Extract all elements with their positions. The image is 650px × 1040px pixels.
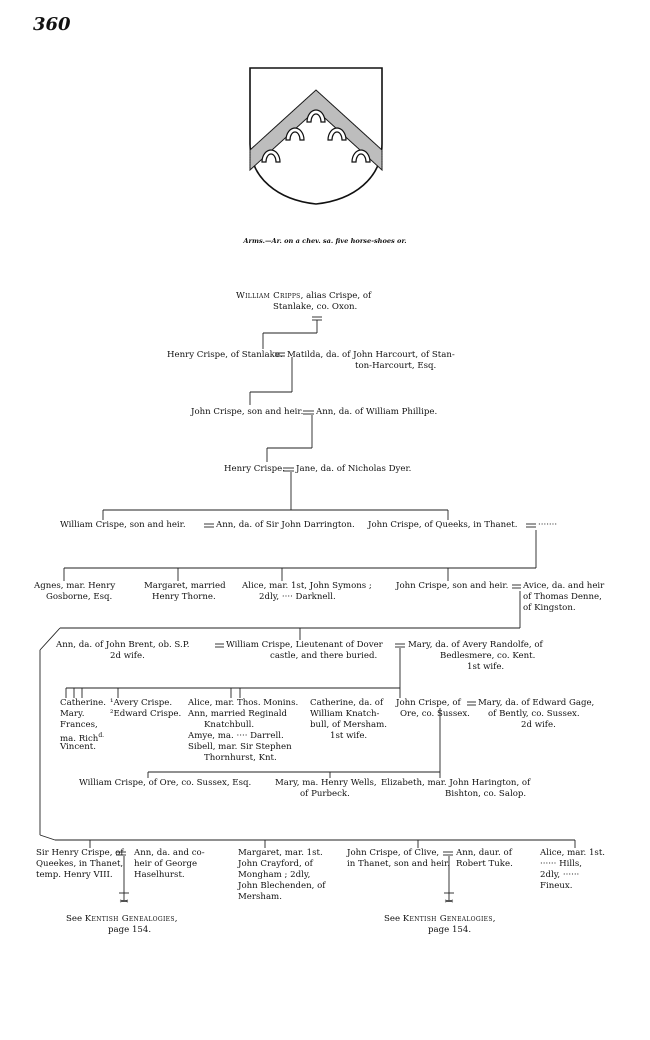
gen10-john-1: John Crispe, of Clive, (347, 848, 440, 858)
arms-caption: Arms.—Ar. on a chev. sa. five horse-shoe… (243, 237, 407, 245)
see-right-ref: Kentish Genealogies, (402, 914, 496, 924)
gen8-catherine: Catherine. (60, 698, 106, 708)
see-right-prefix: See (384, 914, 403, 924)
gen10-ann-1: Ann, da. and co- (134, 848, 205, 858)
gen10-john-2: in Thanet, son and heir. (347, 859, 450, 869)
gen7-mary-1: Mary, da. of Avery Randolfe, of (408, 640, 543, 650)
coat-of-arms-icon (249, 67, 383, 205)
gen10-ann-tuke-1: Ann, daur. of (456, 848, 512, 858)
gen7-ann-1: Ann, da. of John Brent, ob. S.P. (56, 640, 190, 650)
gen6-john: John Crispe, son and heir. (396, 581, 509, 591)
gen10-margaret-4: John Blechenden, of (238, 881, 326, 891)
gen10-margaret-3: Mongham ; 2dly, (238, 870, 311, 880)
gen7-mary-3: 1st wife. (467, 662, 505, 672)
gen2-left: Henry Crispe, of Stanlake. (167, 350, 283, 360)
gen5-left: William Crispe, son and heir. (60, 520, 186, 530)
gen8-mary: Mary. (60, 709, 85, 719)
gen1-name: William Cripps (236, 291, 301, 301)
gen8-cat-1: Catherine, da. of (310, 698, 384, 708)
gen8-john-1: John Crispe, of (396, 698, 461, 708)
gen8-thornhurst: Thornhurst, Knt. (204, 753, 277, 763)
gen8-john-2: Ore, co. Sussex. (400, 709, 470, 719)
gen7-william-1: William Crispe, Lieutenant of Dover (226, 640, 383, 650)
gen8-alice: Alice, mar. Thos. Monins. (188, 698, 299, 708)
gen8-cat-4: 1st wife. (330, 731, 368, 741)
gen3-right: Ann, da. of William Phillipe. (316, 407, 438, 417)
gen9-mary-1: Mary, ma. Henry Wells, (275, 778, 377, 788)
gen7-ann-2: 2d wife. (110, 651, 145, 661)
gen8-ma-rich: ma. Richd. (60, 731, 104, 744)
gen3-left: John Crispe, son and heir. (191, 407, 304, 417)
gen10-ann-tuke-2: Robert Tuke. (456, 859, 513, 869)
gen8-amye: Amye, ma. ···· Darrell. (188, 731, 284, 741)
gen8-vincent: Vincent. (60, 742, 96, 752)
gen10-alice-3: 2dly, ······ (540, 870, 580, 880)
gen6-margaret-1: Margaret, married (144, 581, 226, 591)
gen10-margaret-1: Margaret, mar. 1st. (238, 848, 323, 858)
gen10-ann-3: Haselhurst. (134, 870, 185, 880)
gen4-left: Henry Crispe. (224, 464, 285, 474)
gen10-henry-3: temp. Henry VIII. (36, 870, 113, 880)
gen6-avice-2: of Thomas Denne, (523, 592, 602, 602)
gen1-line1: William Cripps, alias Crispe, of (236, 291, 371, 301)
gen8-ann: Ann, married Reginald (188, 709, 288, 719)
gen9-eliz-2: Bishton, co. Salop. (445, 789, 527, 799)
gen8-ma-rich-text: ma. Rich (60, 733, 99, 744)
gen6-avice-3: of Kingston. (523, 603, 576, 613)
gen6-margaret-2: Henry Thorne. (152, 592, 216, 602)
gen8-avery: ¹Avery Crispe. (110, 698, 173, 708)
gen5-dots: ······· (538, 520, 558, 530)
gen5-right: John Crispe, of Queeks, in Thanet. (368, 520, 518, 530)
gen2-right1: Matilda, da. of John Harcourt, of Stan- (287, 350, 455, 360)
gen6-agnes-1: Agnes, mar. Henry (34, 581, 116, 591)
see-left-ref: Kentish Genealogies, (84, 914, 178, 924)
gen8-mary-gage-3: 2d wife. (521, 720, 556, 730)
gen8-edward: ²Edward Crispe. (110, 709, 182, 719)
gen6-alice-1: Alice, mar. 1st, John Symons ; (242, 581, 372, 591)
gen10-henry-1: Sir Henry Crispe, of (36, 848, 124, 858)
gen10-ann-2: heir of George (134, 859, 198, 869)
gen8-sibell: Sibell, mar. Sir Stephen (188, 742, 292, 752)
gen7-mary-2: Bedlesmere, co. Kent. (440, 651, 536, 661)
see-right-1: See Kentish Genealogies, (384, 914, 496, 924)
gen4-right: Jane, da. of Nicholas Dyer. (296, 464, 412, 474)
gen8-cat-3: bull, of Mersham. (310, 720, 388, 730)
gen9-eliz-1: Elizabeth, mar. John Harington, of (381, 778, 531, 788)
gen6-avice-1: Avice, da. and heir (523, 581, 605, 591)
gen10-henry-2: Queekes, in Thanet, (36, 859, 124, 869)
gen2-right2: ton-Harcourt, Esq. (355, 361, 437, 371)
gen6-alice-2: 2dly, ···· Darknell. (259, 592, 336, 602)
see-left-prefix: See (66, 914, 85, 924)
gen10-alice-1: Alice, mar. 1st. (540, 848, 606, 858)
gen6-agnes-2: Gosborne, Esq. (46, 592, 113, 602)
gen10-margaret-2: John Crayford, of (238, 859, 313, 869)
gen5-mid: Ann, da. of Sir John Darrington. (216, 520, 355, 530)
see-right-2: page 154. (428, 925, 472, 935)
gen8-cat-2: William Knatch- (310, 709, 380, 719)
page-number: 360 (33, 14, 71, 35)
gen8-frances: Frances, (60, 720, 98, 730)
gen8-ma-rich-sup: d. (98, 732, 105, 739)
see-left-2: page 154. (108, 925, 152, 935)
see-left-1: See Kentish Genealogies, (66, 914, 178, 924)
gen10-alice-2: ······ Hills, (540, 859, 583, 869)
gen8-mary-gage-1: Mary, da. of Edward Gage, (478, 698, 595, 708)
gen10-alice-4: Fineux. (540, 881, 573, 891)
gen9-william: William Crispe, of Ore, co. Sussex, Esq. (79, 778, 252, 788)
gen9-mary-2: of Purbeck. (300, 789, 350, 799)
gen10-margaret-5: Mersham. (238, 892, 282, 902)
gen8-knatchbull: Knatchbull. (204, 720, 255, 730)
gen8-mary-gage-2: of Bently, co. Sussex. (488, 709, 580, 719)
gen7-william-2: castle, and there buried. (270, 651, 378, 661)
gen1-line2: Stanlake, co. Oxon. (273, 302, 358, 312)
gen1-rest: , alias Crispe, of (300, 291, 372, 301)
